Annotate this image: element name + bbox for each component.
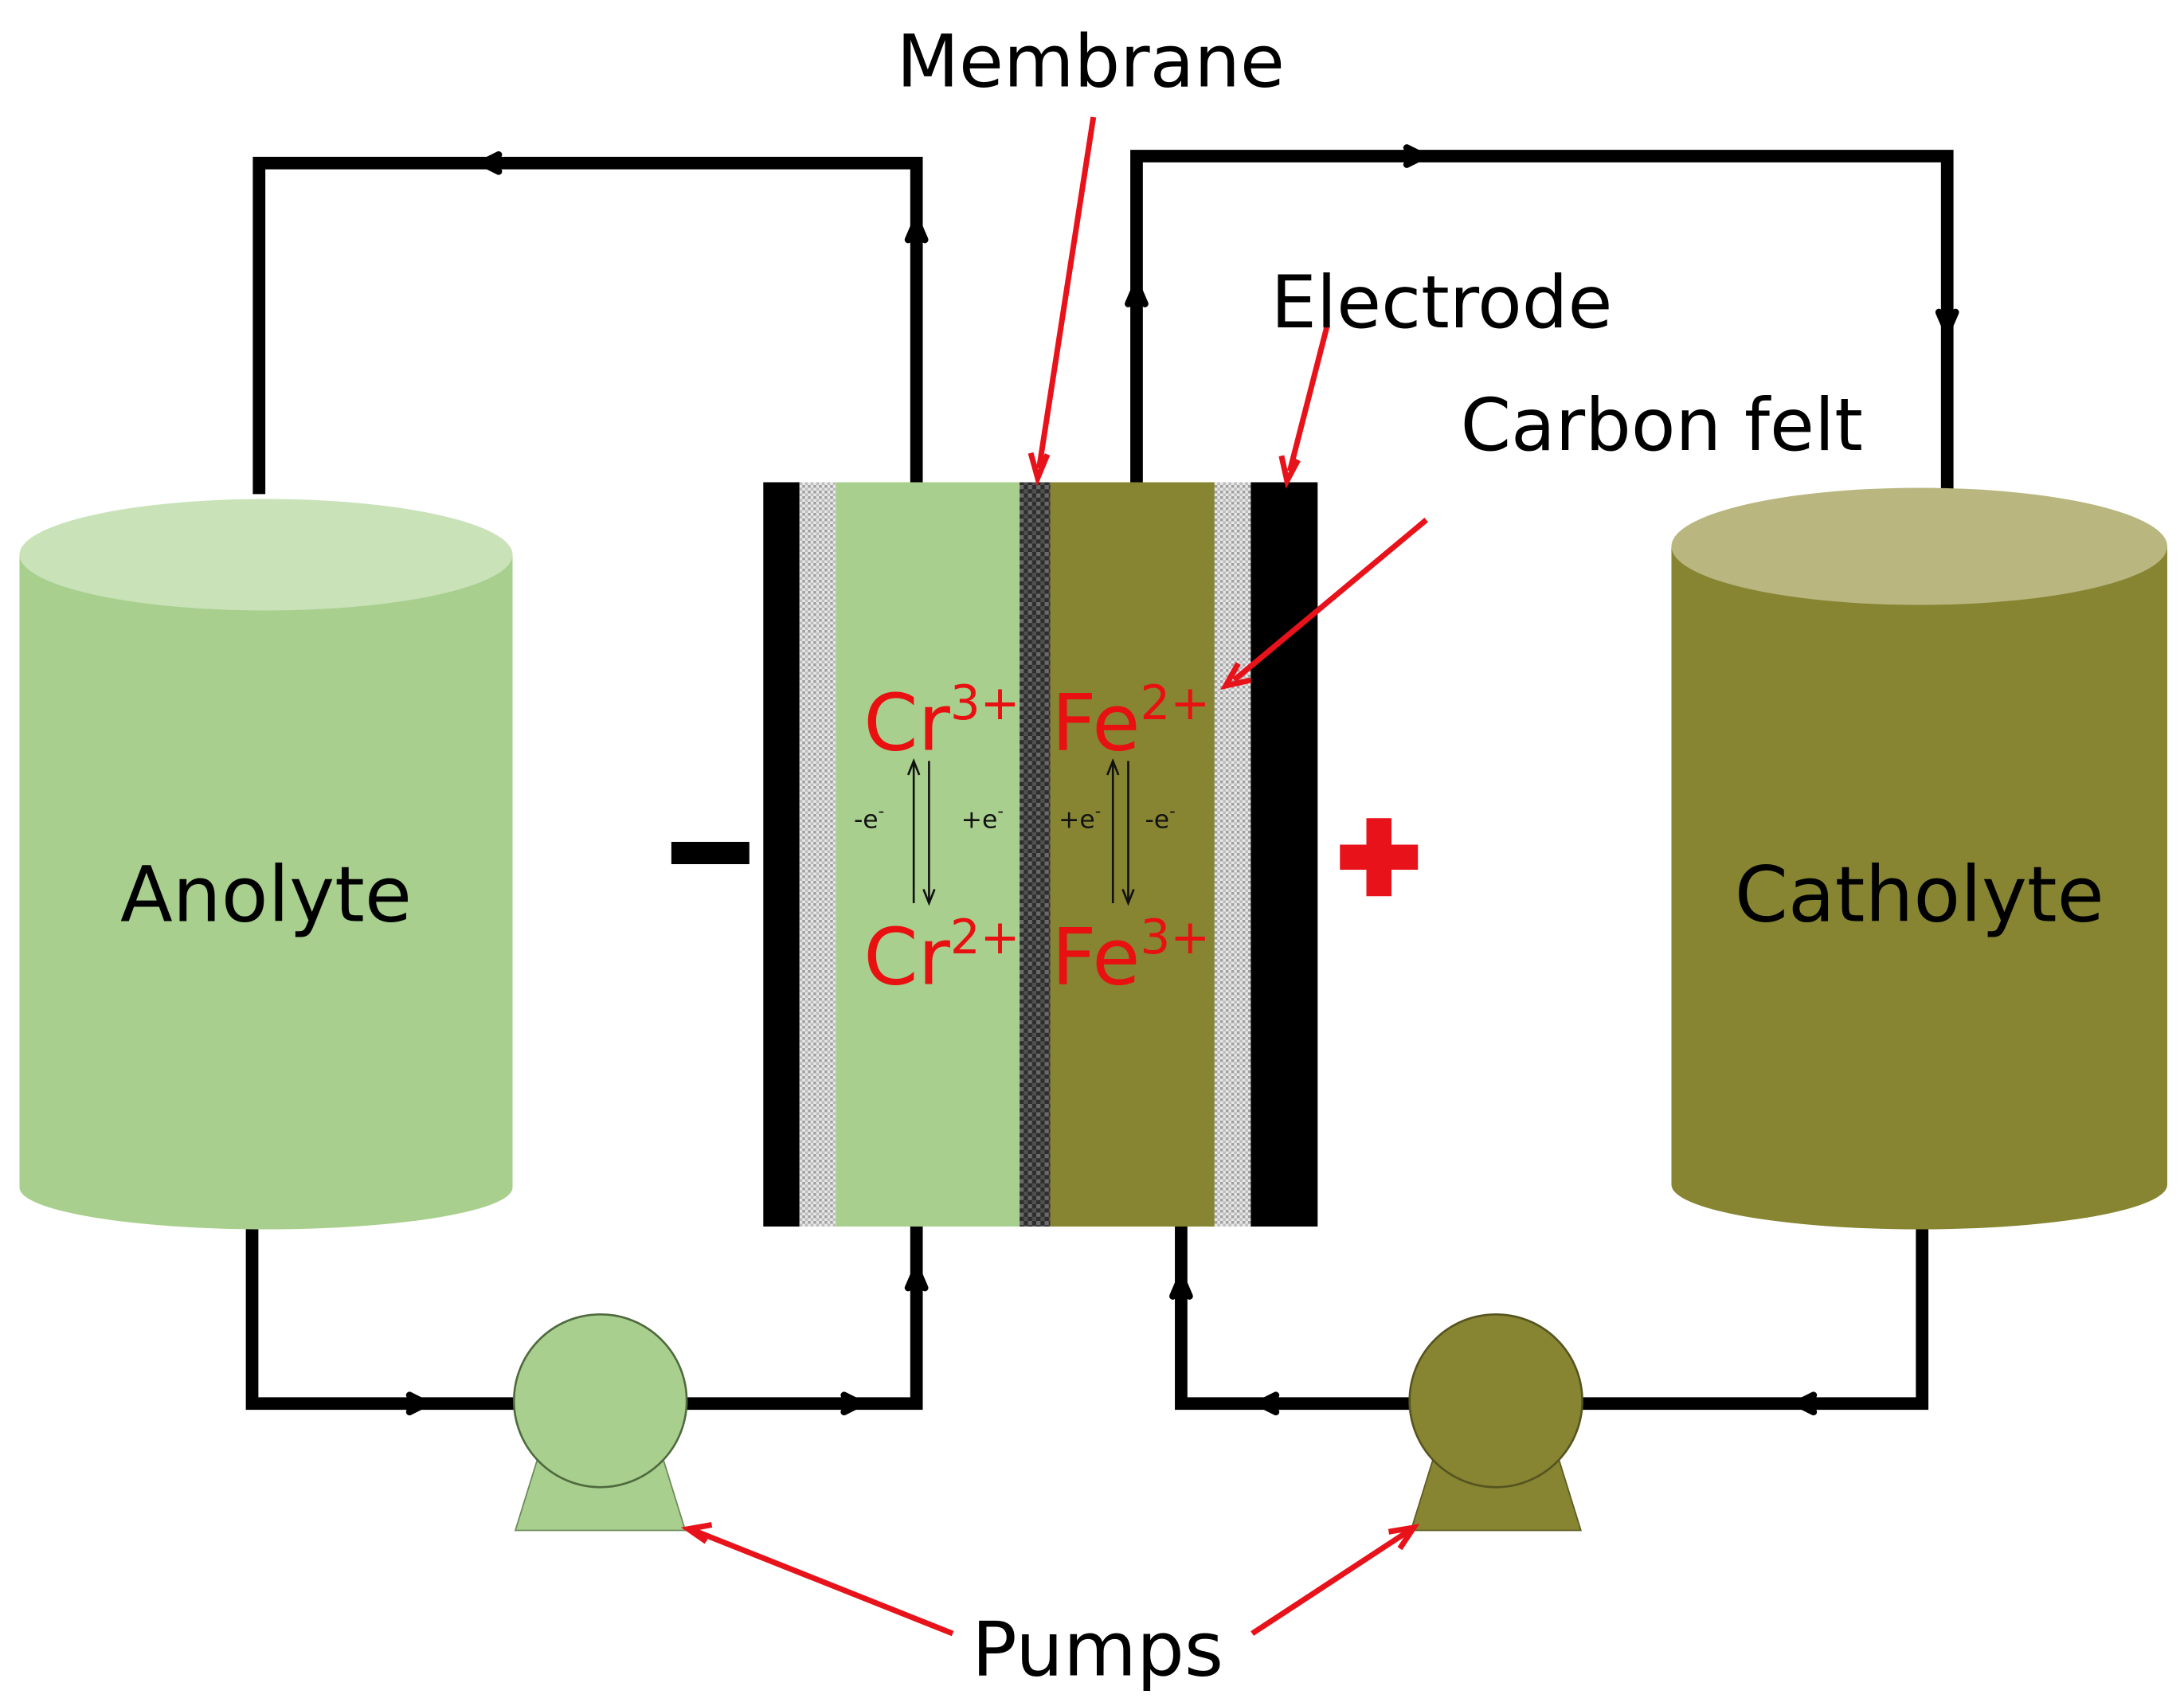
flow-arrow-icon xyxy=(904,1265,929,1292)
cr2-ion-label: Cr2+ xyxy=(863,910,1020,1004)
flow-arrow-icon xyxy=(1125,280,1149,307)
pointer-arrow-icon xyxy=(680,1522,954,1637)
positive-terminal-sign xyxy=(1340,818,1419,897)
pumps-label: Pumps xyxy=(972,1606,1223,1693)
flow-arrow-icon xyxy=(478,151,503,175)
negative-terminal-sign xyxy=(671,842,750,864)
pointer-arrow-icon xyxy=(1027,116,1097,487)
catholyte-tank-icon xyxy=(1671,487,2168,1230)
anode-lose-e: -e xyxy=(854,805,879,834)
cathode-gain-e-sup: - xyxy=(1095,801,1102,820)
fe3-ion-label: Fe3+ xyxy=(1051,910,1210,1004)
cr2-charge: 2+ xyxy=(950,910,1020,965)
flow-arrow-icon xyxy=(1935,308,1959,335)
catholyte-pump-icon xyxy=(1408,1313,1583,1532)
anode-gain-e: +e xyxy=(961,805,998,834)
pointer-arrow-icon xyxy=(1219,518,1428,691)
cr3-charge: 3+ xyxy=(950,676,1020,731)
cr3-symbol: Cr xyxy=(863,678,950,769)
cathode-equilibrium-arrows-icon xyxy=(1106,757,1135,906)
flow-arrow-icon xyxy=(1169,1273,1193,1300)
anolyte-return-pipe xyxy=(252,156,923,495)
carbon-felt-label: Carbon felt xyxy=(1461,384,1863,468)
flow-arrow-icon xyxy=(405,1391,430,1416)
cathode-gain-e: +e xyxy=(1059,805,1095,834)
anolyte-tank-icon xyxy=(19,499,513,1230)
flow-arrow-icon xyxy=(1793,1391,1818,1416)
anode-lose-e-sup: - xyxy=(879,801,885,820)
negative-carbon-felt xyxy=(799,482,836,1227)
fe2-charge: 2+ xyxy=(1140,676,1210,731)
flow-arrow-icon xyxy=(840,1391,865,1416)
catholyte-half-cell xyxy=(1050,482,1215,1227)
flow-arrow-icon xyxy=(1403,144,1427,168)
cathode-lose-e-sup: - xyxy=(1169,801,1176,820)
cr2-symbol: Cr xyxy=(863,912,950,1003)
anode-equilibrium-arrows-icon xyxy=(906,757,936,906)
fe3-charge: 3+ xyxy=(1140,910,1210,965)
fe2-ion-label: Fe2+ xyxy=(1051,676,1210,769)
positive-electrode-plate xyxy=(1251,482,1318,1227)
cell-stack xyxy=(763,482,1318,1227)
anolyte-pump-icon xyxy=(512,1313,688,1532)
cr3-ion-label: Cr3+ xyxy=(863,676,1020,769)
electrode-label: Electrode xyxy=(1270,261,1612,345)
membrane-label: Membrane xyxy=(897,20,1285,104)
membrane xyxy=(1020,482,1051,1227)
pointer-arrow-icon xyxy=(1251,1524,1420,1636)
fe3-symbol: Fe xyxy=(1051,912,1140,1003)
cathode-lose-electron-label: -e- xyxy=(1145,801,1175,834)
flow-arrow-icon xyxy=(904,217,929,244)
anode-lose-electron-label: -e- xyxy=(854,801,884,834)
fe2-symbol: Fe xyxy=(1051,678,1140,769)
pointer-arrow-icon xyxy=(1278,323,1330,489)
catholyte-label: Catholyte xyxy=(1735,851,2104,940)
negative-electrode-plate xyxy=(763,482,800,1227)
anode-gain-e-sup: - xyxy=(997,801,1004,820)
anolyte-label: Anolyte xyxy=(120,851,412,940)
cathode-lose-e: -e xyxy=(1145,805,1169,834)
positive-carbon-felt xyxy=(1214,482,1251,1227)
cathode-gain-electron-label: +e- xyxy=(1059,801,1101,834)
anolyte-half-cell xyxy=(836,482,1020,1227)
flow-arrow-icon xyxy=(1255,1391,1280,1416)
anode-gain-electron-label: +e- xyxy=(961,801,1004,834)
